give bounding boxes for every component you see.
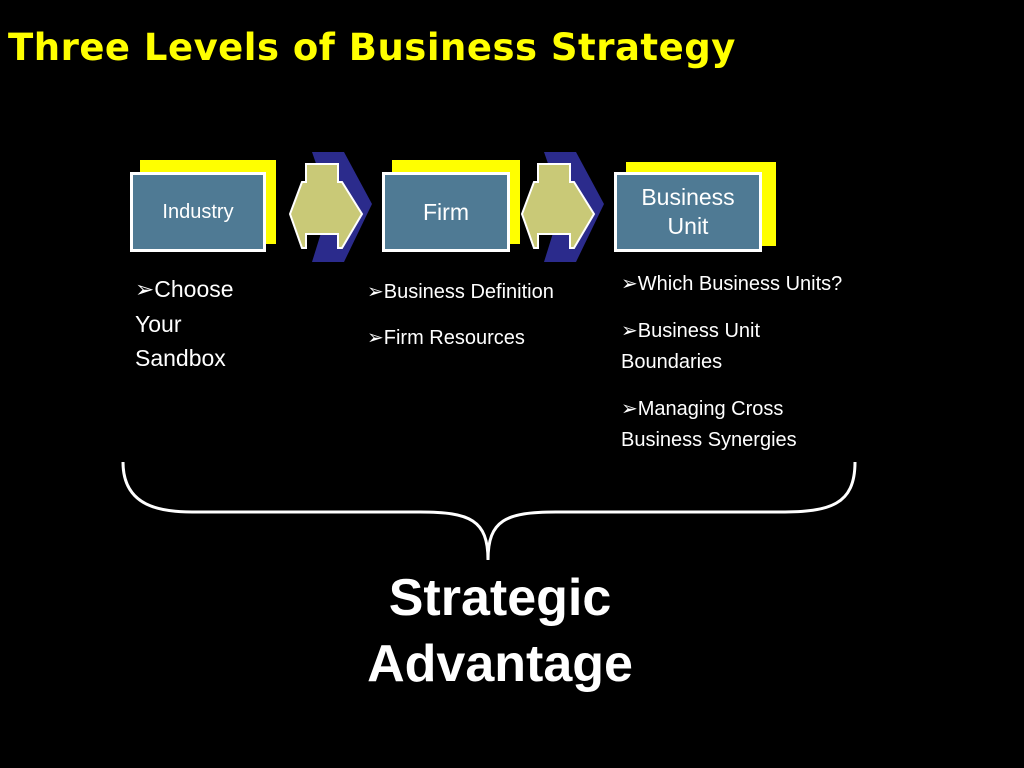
bullet-text: Managing Cross Business Synergies bbox=[621, 398, 797, 451]
level-business-unit: Business Unit bbox=[614, 162, 778, 252]
level-box-business-unit: Business Unit bbox=[614, 172, 762, 252]
level-label: Business Unit bbox=[641, 184, 735, 239]
double-arrow-icon bbox=[520, 152, 604, 262]
double-arrow-icon bbox=[288, 152, 372, 262]
list-item: ➢Choose Your Sandbox bbox=[135, 272, 265, 375]
list-item: ➢Firm Resources bbox=[367, 322, 582, 353]
bullet-arrow-icon: ➢ bbox=[621, 271, 638, 295]
slide-title: Three Levels of Business Strategy bbox=[8, 26, 736, 69]
bullet-text: Which Business Units? bbox=[637, 273, 843, 295]
bullet-text: Choose Your Sandbox bbox=[135, 276, 234, 371]
bullet-arrow-icon: ➢ bbox=[135, 277, 155, 303]
level-label: Industry bbox=[162, 200, 234, 223]
level-label: Firm bbox=[423, 198, 469, 225]
business-unit-bullets: ➢Which Business Units? ➢Business Unit Bo… bbox=[621, 268, 859, 456]
bullet-arrow-icon: ➢ bbox=[367, 279, 384, 303]
level-firm: Firm bbox=[382, 160, 522, 252]
bullet-text: Business Definition bbox=[383, 281, 554, 303]
list-item: ➢Which Business Units? bbox=[621, 268, 859, 300]
level-box-firm: Firm bbox=[382, 172, 510, 252]
bullet-text: Firm Resources bbox=[383, 327, 525, 349]
outcome-label: Strategic Advantage bbox=[367, 569, 633, 693]
bullet-text: Business Unit Boundaries bbox=[621, 320, 761, 373]
bullet-arrow-icon: ➢ bbox=[621, 396, 638, 420]
list-item: ➢Business Unit Boundaries bbox=[621, 315, 859, 378]
bullet-arrow-icon: ➢ bbox=[367, 325, 384, 349]
list-item: ➢Business Definition bbox=[367, 276, 582, 307]
bullet-arrow-icon: ➢ bbox=[621, 318, 638, 342]
list-item: ➢Managing Cross Business Synergies bbox=[621, 393, 859, 456]
level-industry: Industry bbox=[130, 160, 278, 252]
industry-bullets: ➢Choose Your Sandbox bbox=[135, 272, 265, 375]
level-box-industry: Industry bbox=[130, 172, 266, 252]
firm-bullets: ➢Business Definition ➢Firm Resources bbox=[367, 276, 582, 353]
